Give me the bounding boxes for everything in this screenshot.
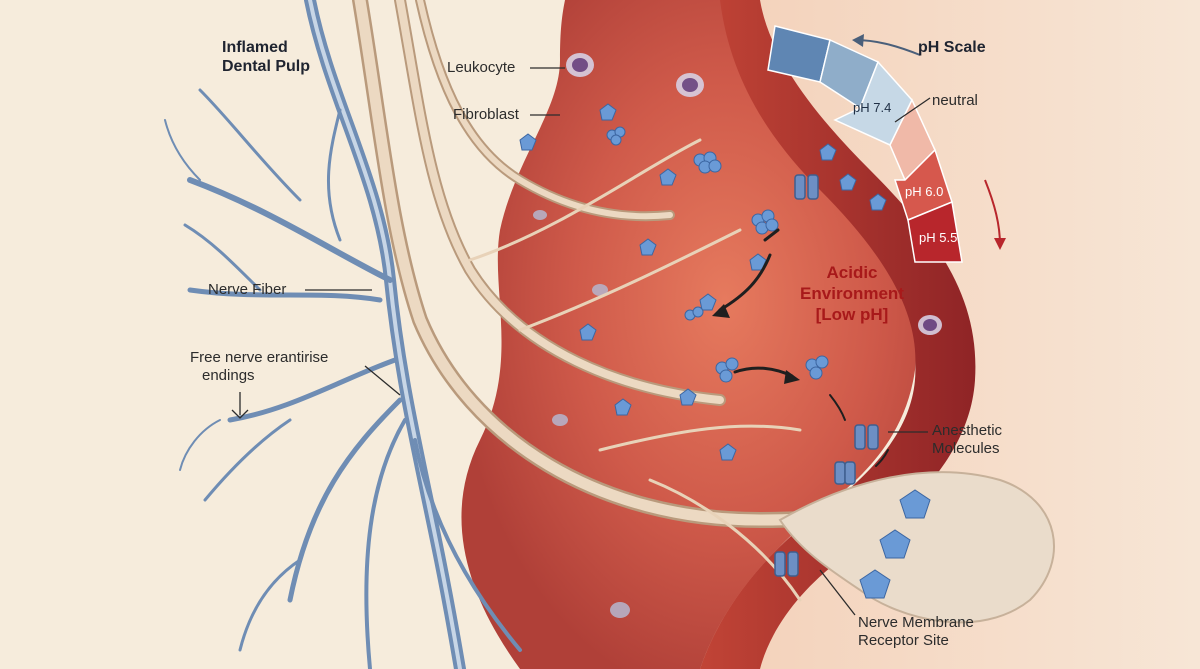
fibroblast-label: Fibroblast bbox=[453, 106, 519, 123]
ph-neutral-label: neutral bbox=[932, 92, 978, 109]
diagram-title: Inflamed Dental Pulp bbox=[222, 38, 310, 76]
free-endings-line-2: endings bbox=[202, 367, 255, 384]
title-line-2: Dental Pulp bbox=[222, 58, 311, 75]
title-line-1: Inflamed bbox=[222, 39, 288, 56]
leader-lines bbox=[231, 67, 931, 616]
anesthetic-molecules-label: Anesthetic Molecules bbox=[932, 422, 1002, 458]
myelinated-fibers bbox=[352, 0, 908, 602]
ph-direction-arrows bbox=[852, 34, 1006, 250]
acidic-environment-label: Acidic Environment [Low pH] bbox=[772, 262, 932, 325]
cell-decorations bbox=[533, 53, 942, 618]
nerve-terminal bbox=[778, 471, 1055, 624]
flow-arrows bbox=[712, 228, 889, 467]
nerve-fiber-tree bbox=[164, 0, 522, 669]
ph-segment-pH-7.4 bbox=[833, 60, 913, 146]
receptor-line-1: Nerve Membrane bbox=[858, 614, 974, 631]
ph-scale-title: pH Scale bbox=[918, 39, 986, 56]
receptor-site-label: Nerve Membrane Receptor Site bbox=[858, 614, 974, 650]
free-nerve-endings-label: Free nerve erantirise endings bbox=[190, 349, 328, 385]
ph-5.5-label: pH 5.5 bbox=[919, 230, 958, 245]
right-tissue-region bbox=[620, 0, 1200, 669]
ph-segment-pH-6.0 bbox=[893, 148, 953, 221]
ph-segment-pH-5.5 bbox=[907, 200, 963, 263]
leukocyte-label: Leukocyte bbox=[447, 59, 516, 76]
anesthetic-line-1: Anesthetic bbox=[932, 422, 1003, 439]
acidic-line-2: Environment bbox=[800, 284, 904, 303]
receptor-channels bbox=[774, 174, 879, 577]
nerve-fiber-label: Nerve Fiber bbox=[208, 281, 287, 298]
inflamed-tissue bbox=[461, 0, 916, 669]
acidic-line-3: [Low pH] bbox=[815, 305, 889, 324]
anesthetic-molecules bbox=[519, 103, 931, 599]
ph-scale-bar bbox=[767, 25, 963, 263]
ph-6.0-label: pH 6.0 bbox=[905, 184, 944, 199]
ph-7.4-label: pH 7.4 bbox=[853, 100, 892, 115]
free-endings-line-1: Free nerve erantirise bbox=[190, 349, 329, 366]
receptor-line-2: Receptor Site bbox=[858, 632, 949, 649]
acidic-line-1: Acidic bbox=[826, 263, 878, 282]
anesthetic-line-2: Molecules bbox=[932, 440, 1000, 457]
